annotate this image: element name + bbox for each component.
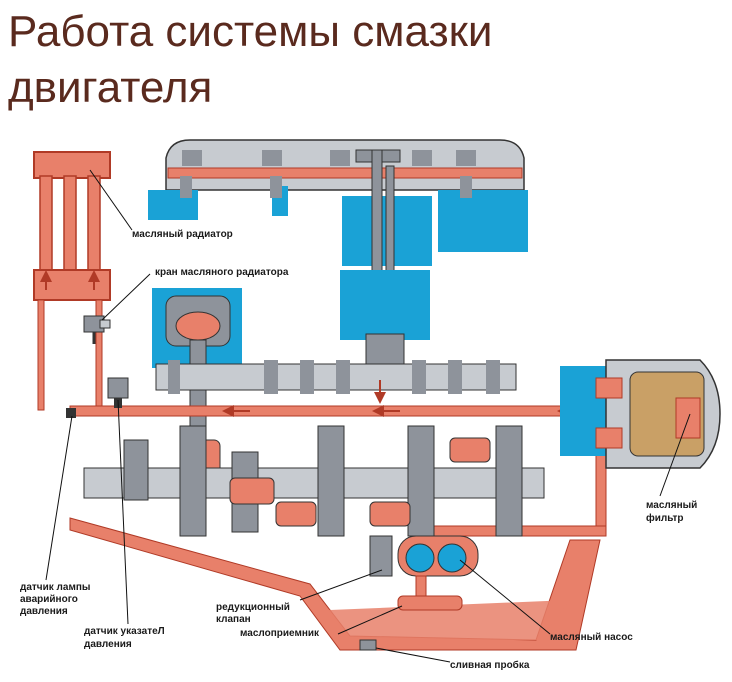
oil-radiator — [33, 151, 111, 411]
label-radiator-valve: кран масляного радиатора — [155, 267, 289, 278]
oil-pan — [69, 517, 601, 651]
label-pressure-gauge-sensor-1: датчик указатеЛ — [84, 626, 165, 637]
title-line-2: двигателя — [8, 63, 213, 112]
oil-pump-assembly — [369, 535, 479, 611]
label-reduction-valve-2: клапан — [216, 614, 251, 625]
label-emergency-sensor-2: аварийного — [20, 594, 78, 605]
oil-filter — [560, 359, 721, 469]
leader-lines — [45, 169, 691, 663]
crankshaft — [83, 425, 545, 537]
diagram-title: Работа системы смазки двигателя — [8, 4, 728, 116]
label-oil-pump: масляный насос — [550, 632, 633, 643]
label-oil-filter-1: масляный — [646, 500, 697, 511]
label-oil-filter-2: фильтр — [646, 512, 684, 524]
camshaft — [155, 360, 517, 394]
radiator-valve — [83, 315, 111, 344]
labels: масляный радиатор кран масляного радиато… — [20, 229, 697, 671]
label-emergency-sensor-1: датчик лампы — [20, 582, 90, 593]
valve-train — [340, 149, 430, 375]
title-line-1: Работа системы смазки — [8, 7, 493, 56]
label-emergency-sensor-3: давления — [20, 606, 68, 617]
cylinder-head — [148, 139, 528, 266]
label-drain-plug: сливная пробка — [450, 659, 530, 671]
label-oil-intake: маслоприемник — [240, 628, 320, 639]
label-oil-radiator: масляный радиатор — [132, 229, 233, 240]
label-pressure-gauge-sensor-2: давления — [84, 639, 132, 650]
label-reduction-valve-1: редукционный — [216, 602, 290, 613]
